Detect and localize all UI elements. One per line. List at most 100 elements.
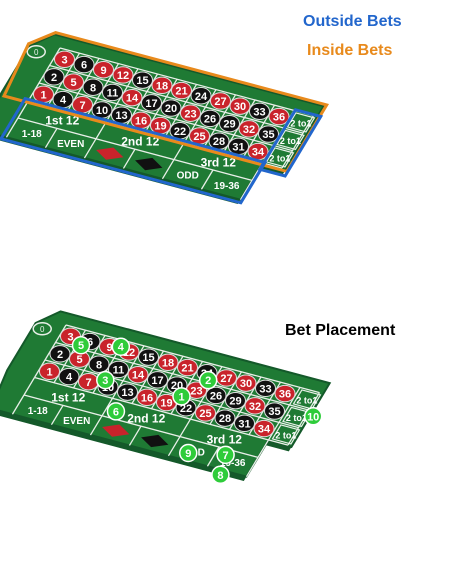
number-chip-31 — [234, 414, 255, 433]
outside-bets-outline-band — [0, 96, 268, 205]
number-chip-18 — [157, 353, 179, 372]
number-label-27: 27 — [220, 373, 232, 385]
number-label-8: 8 — [90, 82, 96, 94]
even-money-label: 19-36 — [214, 181, 240, 192]
number-chip-32 — [244, 397, 266, 415]
dozen-divider — [101, 397, 114, 417]
even-money-divider — [128, 425, 142, 446]
number-chip-36 — [268, 107, 290, 126]
number-label-27: 27 — [214, 96, 226, 108]
zero-label: 0 — [34, 48, 39, 57]
number-label-14: 14 — [132, 370, 145, 382]
number-label-17: 17 — [151, 375, 163, 387]
dozen-label: 3rd 12 — [201, 155, 237, 169]
bet-marker-10 — [303, 407, 323, 426]
grid-line — [65, 324, 320, 394]
number-label-28: 28 — [219, 413, 231, 425]
number-chip-29 — [225, 391, 246, 410]
number-chip-8 — [82, 78, 104, 96]
number-label-14: 14 — [126, 93, 139, 105]
number-chip-14 — [121, 88, 143, 107]
number-label-29: 29 — [229, 396, 241, 408]
even-money-divider — [206, 446, 220, 467]
number-chip-16 — [136, 388, 158, 407]
even-money-label: ODD — [177, 170, 199, 181]
number-chip-36 — [274, 384, 296, 403]
number-chip-2 — [43, 68, 65, 86]
number-chip-27 — [210, 92, 231, 110]
number-chip-33 — [249, 102, 270, 121]
bottom-table: 0369121518212427303336258111417202326293… — [0, 310, 332, 481]
number-chip-33 — [255, 379, 276, 398]
column-bet-box — [282, 406, 311, 428]
column-bet-box — [286, 112, 316, 133]
even-money-divider — [122, 148, 136, 169]
number-label-5: 5 — [70, 77, 76, 89]
number-chip-8 — [88, 355, 110, 373]
black-diamond-icon — [141, 434, 169, 448]
number-chip-26 — [205, 386, 227, 405]
number-label-16: 16 — [135, 115, 147, 127]
even-money-label: 19-36 — [220, 458, 246, 469]
grid-line — [287, 392, 321, 446]
grid-line — [34, 376, 289, 446]
number-chip-30 — [235, 374, 257, 392]
number-label-33: 33 — [259, 383, 271, 395]
number-label-35: 35 — [262, 129, 274, 141]
even-money-label: EVEN — [63, 416, 90, 427]
bet-marker-3 — [96, 370, 115, 390]
number-label-2: 2 — [51, 72, 57, 84]
number-label-8: 8 — [96, 359, 102, 371]
number-label-30: 30 — [240, 378, 252, 390]
bet-marker-4 — [111, 337, 131, 356]
number-label-19: 19 — [160, 398, 172, 410]
number-label-36: 36 — [273, 112, 285, 124]
bet-marker-label-9: 9 — [185, 448, 191, 460]
number-label-10: 10 — [96, 105, 108, 117]
number-chip-13 — [117, 383, 138, 401]
black-diamond-icon — [135, 157, 163, 171]
number-chip-18 — [151, 76, 173, 95]
even-money-divider — [200, 169, 214, 190]
even-money-label: 1-18 — [28, 406, 48, 417]
bet-marker-label-10: 10 — [307, 411, 319, 423]
number-label-3: 3 — [61, 54, 67, 66]
number-chip-35 — [264, 402, 285, 420]
number-label-17: 17 — [145, 98, 157, 110]
number-label-15: 15 — [136, 75, 148, 87]
number-label-5: 5 — [76, 354, 82, 366]
red-diamond-icon — [96, 147, 124, 160]
number-label-2: 2 — [57, 349, 63, 361]
bet-placement-title: Bet Placement — [285, 322, 396, 339]
number-chip-17 — [141, 94, 162, 112]
column-bet-label: 2 to1 — [269, 153, 290, 163]
number-label-19: 19 — [154, 121, 166, 133]
number-label-30: 30 — [234, 101, 246, 113]
number-label-18: 18 — [156, 80, 168, 92]
bet-marker-9 — [179, 443, 198, 463]
dozen-label: 1st 12 — [51, 391, 85, 405]
outside-bets-label: Outside Bets — [303, 13, 402, 30]
number-chip-4 — [58, 367, 80, 386]
number-chip-17 — [147, 371, 168, 389]
table-edge — [265, 440, 292, 452]
number-chip-24 — [190, 87, 212, 105]
number-label-25: 25 — [199, 408, 211, 420]
number-label-31: 31 — [232, 141, 244, 153]
column-bet-label: 2 to1 — [296, 395, 317, 405]
number-label-7: 7 — [85, 377, 91, 389]
number-chip-20 — [160, 99, 182, 117]
number-label-7: 7 — [79, 100, 85, 112]
even-money-divider — [167, 436, 181, 457]
number-label-6: 6 — [87, 337, 93, 349]
bet-marker-label-3: 3 — [102, 375, 108, 387]
dozen-label: 2nd 12 — [121, 134, 159, 148]
bet-marker-label-4: 4 — [118, 342, 125, 354]
number-chip-15 — [132, 71, 153, 89]
number-label-32: 32 — [249, 401, 261, 413]
even-money-divider — [83, 138, 97, 159]
dozen-label: 2nd 12 — [127, 411, 165, 425]
number-label-33: 33 — [253, 106, 265, 118]
grid-line — [49, 64, 304, 134]
